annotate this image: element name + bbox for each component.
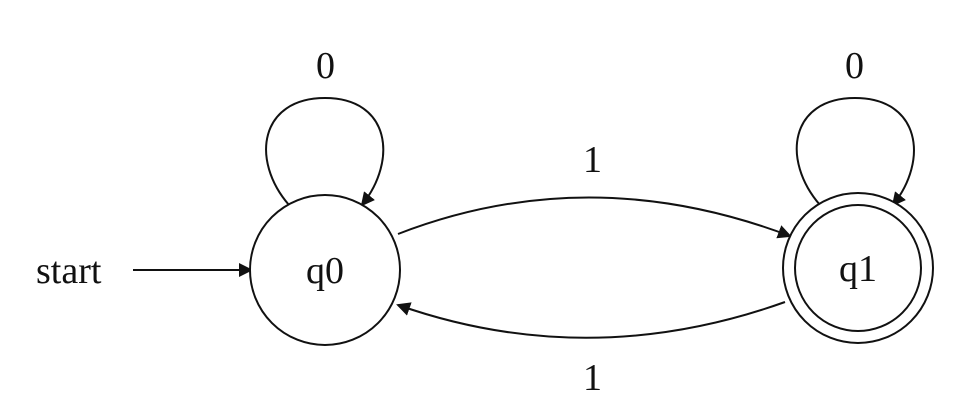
start-label: start <box>36 250 102 292</box>
transition-label-q0-q1: 1 <box>583 139 602 181</box>
state-q0: q0 <box>249 194 401 346</box>
accepting-ring-q1 <box>794 204 922 332</box>
self-loop-q1 <box>795 96 915 207</box>
transition-q1-q0 <box>396 301 786 339</box>
transition-label-q1-q1: 0 <box>845 45 864 87</box>
state-label-q0: q0 <box>306 250 344 292</box>
state-q1: q1 <box>782 192 934 344</box>
state-label-q1: q1 <box>839 248 877 290</box>
transition-label-q1-q0: 1 <box>583 357 602 399</box>
self-loop-q0 <box>265 96 385 207</box>
transition-q0-q1 <box>397 196 792 239</box>
transition-label-q0-q0: 0 <box>316 45 335 87</box>
